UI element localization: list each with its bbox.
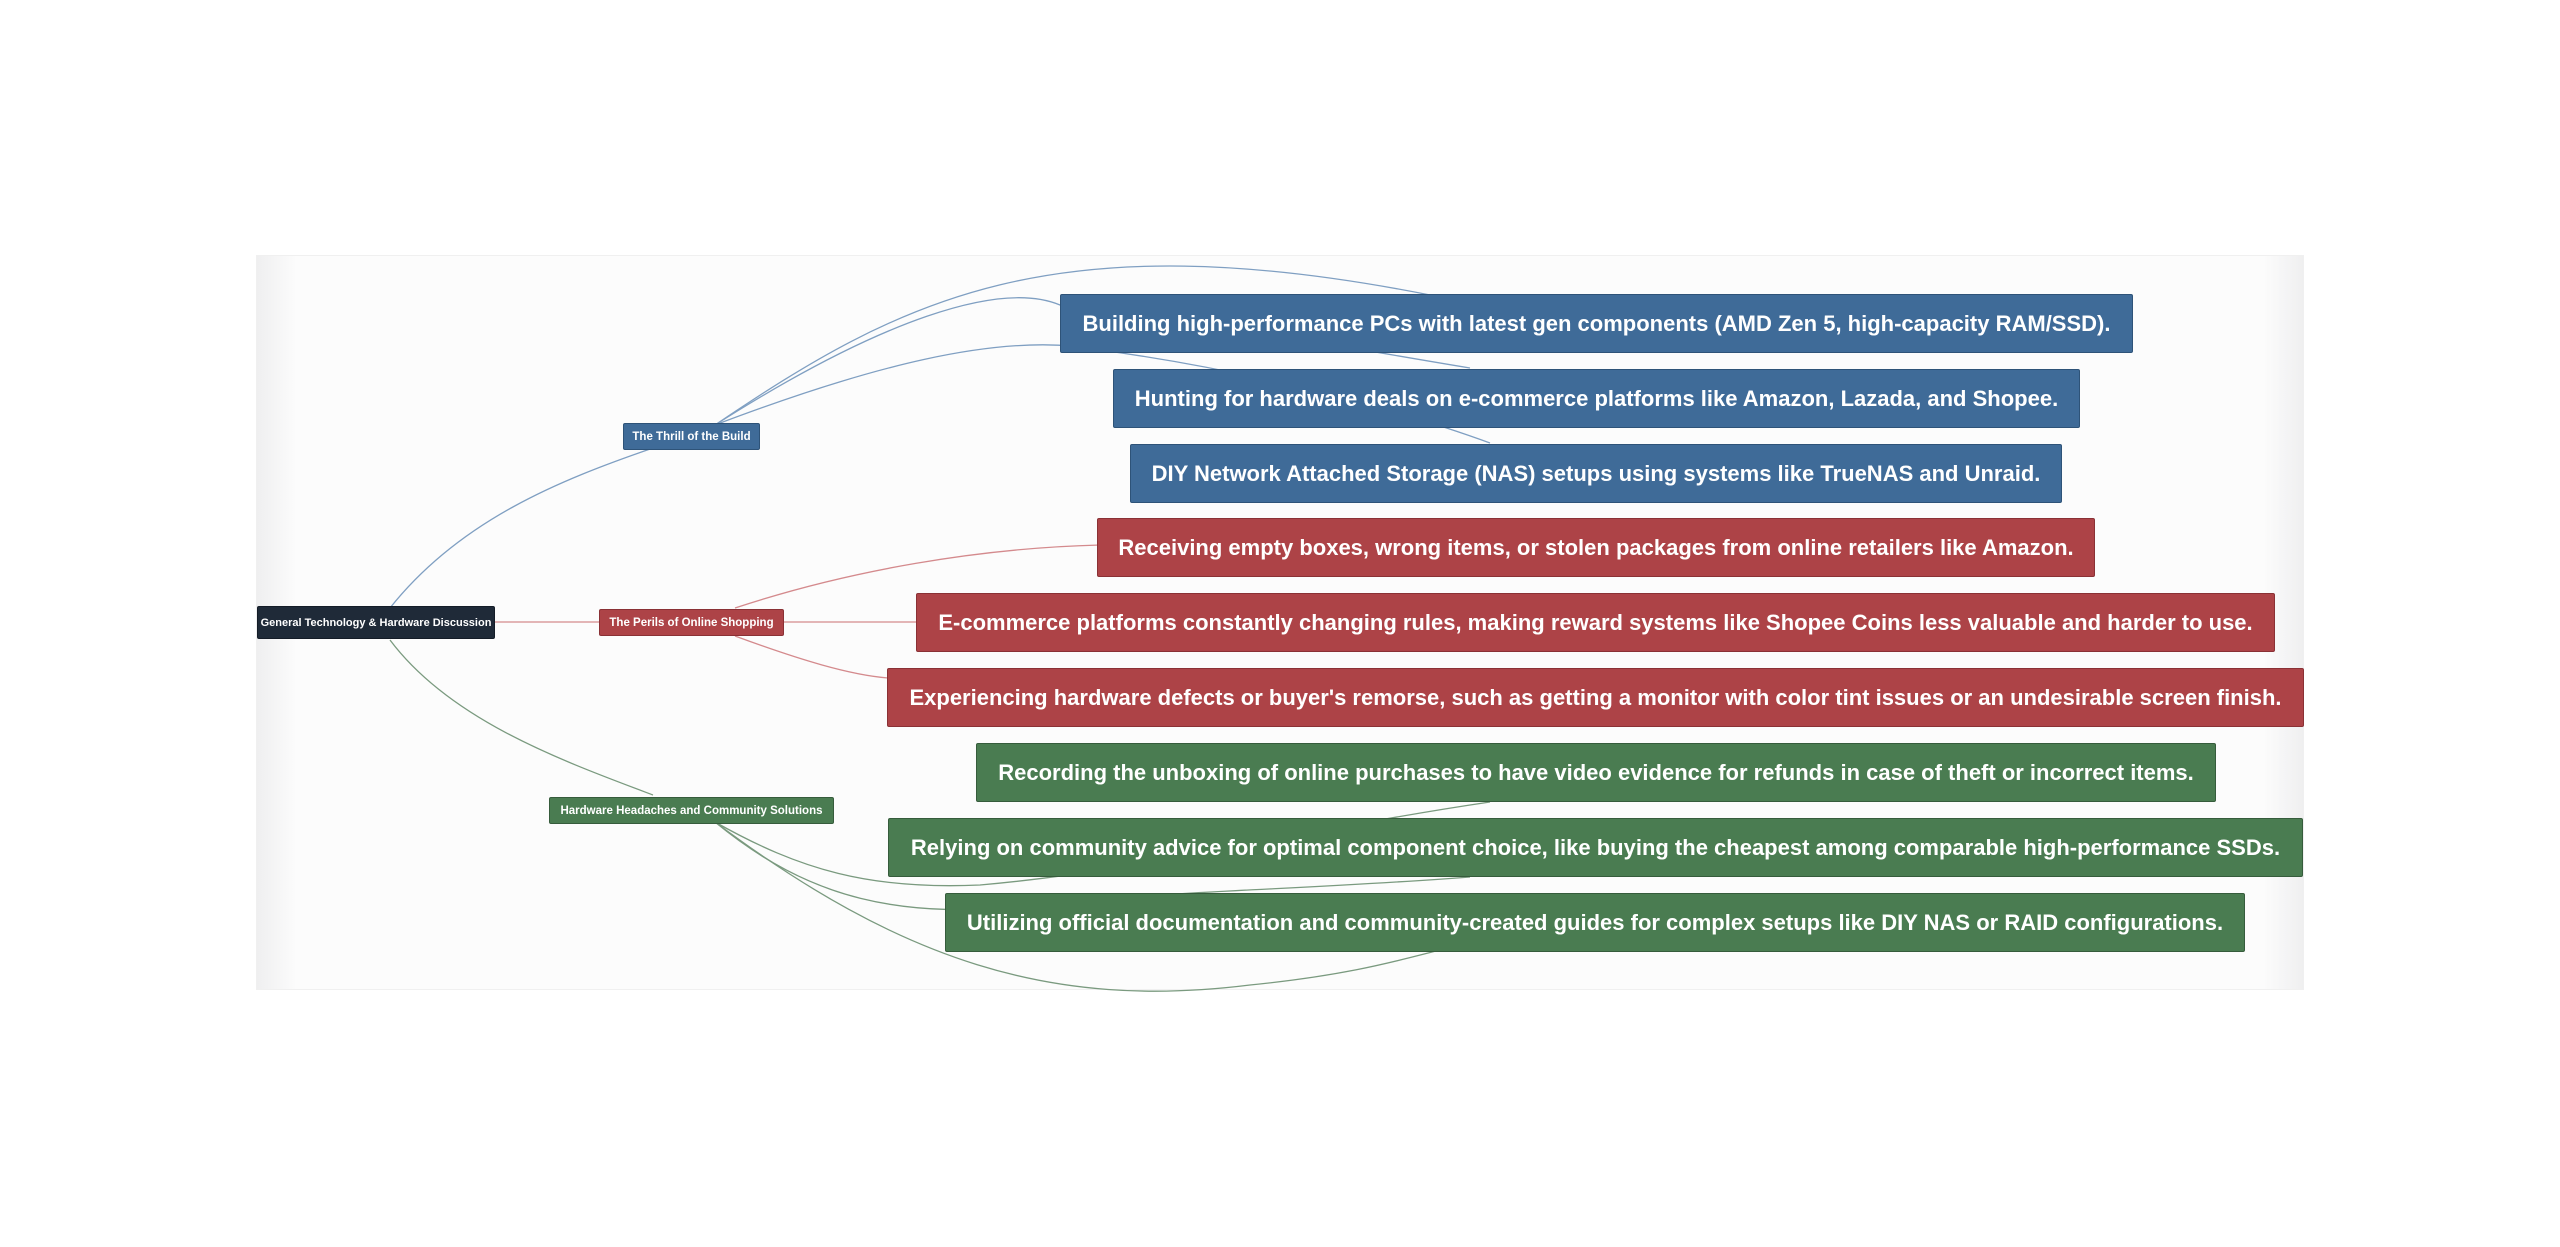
category-label-community: Hardware Headaches and Community Solutio… bbox=[560, 804, 823, 817]
leaf-label: Relying on community advice for optimal … bbox=[910, 834, 2281, 860]
leaf-node-community-3[interactable]: Utilizing official documentation and com… bbox=[945, 893, 2245, 952]
category-label-thrill: The Thrill of the Build bbox=[632, 430, 751, 443]
leaf-node-perils-1[interactable]: Receiving empty boxes, wrong items, or s… bbox=[1097, 518, 2095, 577]
root-node-label: General Technology & Hardware Discussion bbox=[260, 616, 492, 629]
leaf-label: Experiencing hardware defects or buyer's… bbox=[909, 684, 2282, 710]
category-label-perils: The Perils of Online Shopping bbox=[609, 616, 774, 629]
category-node-thrill[interactable]: The Thrill of the Build bbox=[623, 423, 760, 450]
leaf-label: DIY Network Attached Storage (NAS) setup… bbox=[1151, 460, 2041, 486]
category-node-community[interactable]: Hardware Headaches and Community Solutio… bbox=[549, 797, 834, 824]
leaf-node-perils-3[interactable]: Experiencing hardware defects or buyer's… bbox=[887, 668, 2304, 727]
leaf-label: Building high-performance PCs with lates… bbox=[1082, 310, 2111, 336]
leaf-label: Utilizing official documentation and com… bbox=[966, 909, 2224, 935]
leaf-label: Receiving empty boxes, wrong items, or s… bbox=[1118, 534, 2074, 560]
leaf-label: Hunting for hardware deals on e-commerce… bbox=[1134, 385, 2059, 411]
leaf-node-thrill-1[interactable]: Building high-performance PCs with lates… bbox=[1060, 294, 2133, 353]
leaf-node-community-1[interactable]: Recording the unboxing of online purchas… bbox=[976, 743, 2216, 802]
leaf-node-community-2[interactable]: Relying on community advice for optimal … bbox=[888, 818, 2303, 877]
leaf-node-thrill-3[interactable]: DIY Network Attached Storage (NAS) setup… bbox=[1130, 444, 2062, 503]
leaf-label: Recording the unboxing of online purchas… bbox=[998, 759, 2194, 785]
leaf-node-thrill-2[interactable]: Hunting for hardware deals on e-commerce… bbox=[1113, 369, 2080, 428]
leaf-node-perils-2[interactable]: E-commerce platforms constantly changing… bbox=[916, 593, 2275, 652]
leaf-label: E-commerce platforms constantly changing… bbox=[938, 609, 2253, 635]
root-node[interactable]: General Technology & Hardware Discussion bbox=[257, 606, 495, 639]
category-node-perils[interactable]: The Perils of Online Shopping bbox=[599, 609, 784, 636]
